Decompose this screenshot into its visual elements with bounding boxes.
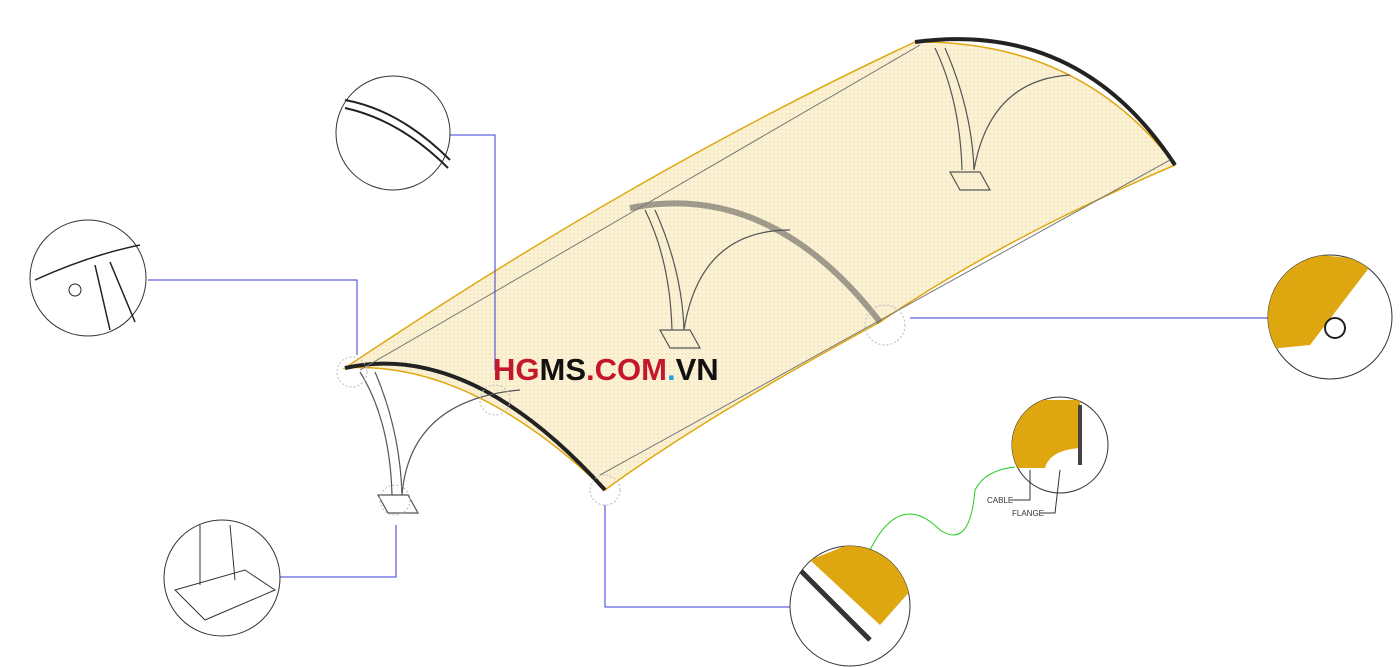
watermark-vn: VN — [675, 352, 719, 387]
watermark-logo: HGMS.COM.VN — [493, 352, 719, 388]
back-arch — [914, 37, 1177, 167]
ridge-beam-right — [599, 159, 1171, 476]
callout-markers — [336, 304, 906, 516]
detail-cable-joint — [1267, 254, 1393, 380]
detail-edge-clamp — [789, 545, 911, 667]
watermark-com: .COM — [586, 352, 667, 387]
green-leader — [869, 466, 1016, 551]
cable-label: CABLE — [987, 496, 1014, 505]
watermark-ms: MS — [539, 352, 587, 387]
watermark-hg: HG — [493, 352, 540, 387]
leader-lines — [148, 134, 1268, 608]
column-back — [934, 47, 1071, 191]
detail-cable-flange — [1010, 396, 1109, 514]
watermark-dot: . — [666, 352, 676, 387]
detail-ridge — [335, 75, 451, 191]
front-arch — [344, 361, 607, 492]
column-middle — [644, 209, 791, 349]
ridge-beam-left — [359, 44, 921, 371]
flange-label: FLANGE — [1012, 509, 1045, 518]
middle-arch — [629, 200, 883, 324]
detail-base-plate — [163, 519, 281, 637]
column-front — [359, 371, 521, 514]
detail-beam-end — [29, 219, 147, 337]
